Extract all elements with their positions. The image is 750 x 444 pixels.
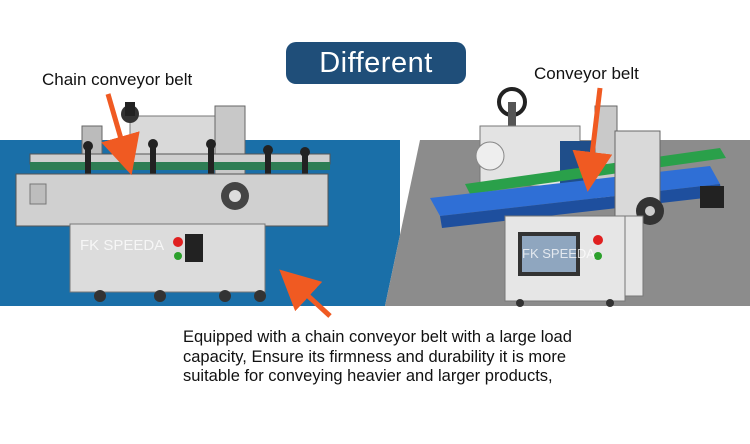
watermark-right: FK SPEEDA: [522, 246, 595, 261]
watermark-left: FK SPEEDA: [80, 237, 164, 254]
description-text: Equipped with a chain conveyor belt with…: [183, 328, 572, 385]
arrow-description: [279, 269, 332, 318]
arrow-conveyor-belt: [572, 87, 613, 192]
conveyor-belt-label: Conveyor belt: [534, 64, 639, 83]
title-badge: Different: [286, 42, 466, 84]
chain-conveyor-machine-image: FK SPEEDA: [15, 102, 331, 302]
arrow-chain-belt: [101, 93, 140, 176]
chain-conveyor-label: Chain conveyor belt: [42, 70, 193, 89]
